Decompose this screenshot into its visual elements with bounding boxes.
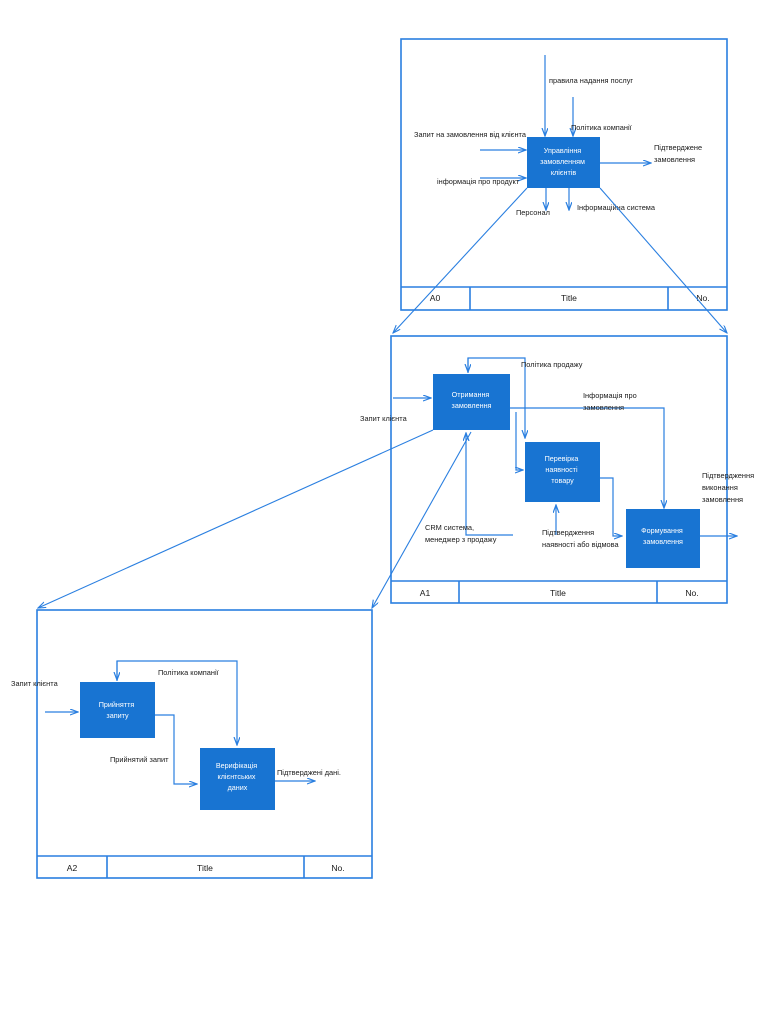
decomp-a1-a2-left bbox=[38, 429, 434, 608]
a2-control-1-label: Політика компанії bbox=[158, 668, 219, 677]
level-a0-group: A0 Title No. Управління замовленням кліє… bbox=[400, 38, 728, 311]
a2-activity-box-2[interactable] bbox=[200, 748, 275, 810]
a0-titlebar-right: No. bbox=[696, 293, 709, 303]
a1-activity-box-3[interactable] bbox=[626, 509, 700, 568]
a1-activity-box-1[interactable] bbox=[433, 374, 510, 430]
a1-titlebar-center: Title bbox=[550, 588, 566, 598]
a1-flow-1-label: Інформація про замовлення bbox=[583, 391, 639, 412]
a1-control-1-label: Політика продажу bbox=[521, 360, 583, 369]
a1-flow-path-3 bbox=[600, 477, 622, 536]
a2-frame bbox=[36, 609, 373, 879]
a1-mech-path-1 bbox=[466, 433, 513, 536]
a1-flow-path-2 bbox=[516, 412, 523, 470]
a0-input-2-label: інформація про продукт bbox=[437, 177, 520, 186]
a2-input-1-label: Запит клієнта bbox=[11, 679, 59, 688]
a0-mech-1-label: Персонал bbox=[516, 208, 550, 217]
a1-flow-path-1 bbox=[510, 407, 664, 508]
decomposition-a1-to-a2 bbox=[38, 429, 472, 608]
decomp-a0-a1-left bbox=[393, 187, 528, 333]
decomp-a0-a1-right bbox=[599, 187, 727, 333]
a2-activity-label-1: Прийняття запиту bbox=[99, 700, 137, 720]
a0-activity-box[interactable] bbox=[527, 137, 600, 188]
a0-output-1-label: Підтверджене замовлення bbox=[654, 143, 704, 164]
decomposition-a0-to-a1 bbox=[393, 187, 727, 333]
a2-titlebar-center: Title bbox=[197, 863, 213, 873]
a1-output-1-label: Підтвердження виконання замовлення bbox=[702, 471, 756, 504]
decomp-a1-a2-right bbox=[372, 431, 472, 608]
a0-control-2-label: Політика компанії bbox=[571, 123, 632, 132]
a0-titlebar-left: A0 bbox=[430, 293, 441, 303]
a0-control-1-label: правила надання послуг bbox=[549, 76, 633, 85]
a0-activity-label: Управління замовленням клієнтів bbox=[540, 146, 587, 177]
a1-activity-box-2[interactable] bbox=[525, 442, 600, 502]
a1-activity-label-2: Перевірка наявності товару bbox=[545, 454, 581, 485]
level-a2-group: A2 Title No. Прийняття запиту Верифікаці… bbox=[11, 609, 373, 879]
a2-activity-box-1[interactable] bbox=[80, 682, 155, 738]
a1-flow-2-label: Підтвердження наявності або відмова bbox=[542, 528, 620, 549]
a1-titlebar-right: No. bbox=[685, 588, 698, 598]
a2-titlebar-left: A2 bbox=[67, 863, 78, 873]
a1-activity-label-1: Отримання замовлення bbox=[452, 390, 492, 410]
a0-titlebar-center: Title bbox=[561, 293, 577, 303]
a1-input-1-label: Запит клієнта bbox=[360, 414, 408, 423]
a1-activity-label-3: Формування замовлення bbox=[641, 526, 685, 546]
a2-titlebar-right: No. bbox=[331, 863, 344, 873]
a1-titlebar-left: A1 bbox=[420, 588, 431, 598]
level-a1-group: A1 Title No. Отримання замовлення Переві… bbox=[360, 335, 756, 604]
a2-activity-label-2: Верифікація клієнтських даних bbox=[216, 761, 259, 792]
a2-flow-path-1 bbox=[155, 714, 197, 784]
a1-mech-1-label: CRM система, менеджер з продажу bbox=[425, 523, 497, 544]
a2-output-1-label: Підтверджені дані. bbox=[277, 768, 341, 777]
a2-flow-1-label: Прийнятий запит bbox=[110, 755, 169, 764]
a0-input-1-label: Запит на замовлення від клієнта bbox=[414, 130, 527, 139]
